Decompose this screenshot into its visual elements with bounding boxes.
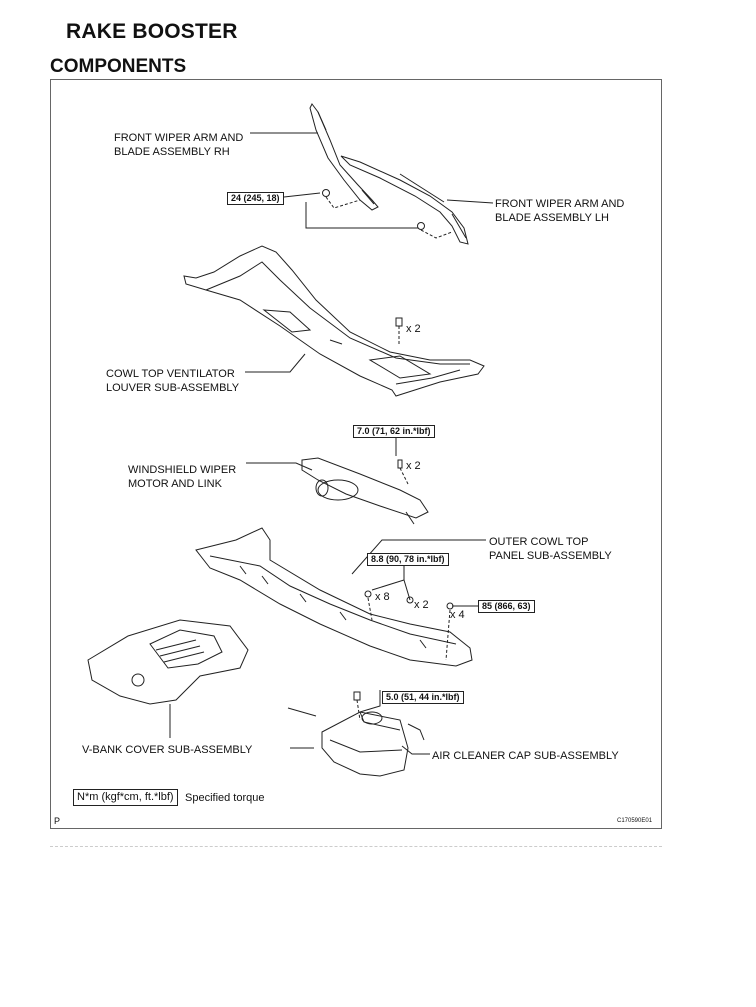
air-cleaner-drawing <box>287 707 425 777</box>
outer-cowl-drawing <box>195 527 473 667</box>
figure-id: C170590E01 <box>617 818 653 824</box>
wiper-arm-lh-drawing <box>340 155 469 245</box>
label-outer-cowl: OUTER COWL TOP PANEL SUB-ASSEMBLY <box>489 535 612 563</box>
wiper-motor-drawing <box>301 457 429 525</box>
label-line: FRONT WIPER ARM AND <box>114 132 244 144</box>
torque-wiper-arm-nut: 24 (245, 18) <box>227 192 284 205</box>
legend-meaning: Specified torque <box>185 792 265 804</box>
label-line: FRONT WIPER ARM AND <box>495 198 625 210</box>
label-line: BLADE ASSEMBLY LH <box>495 212 609 224</box>
label-line: MOTOR AND LINK <box>128 478 222 490</box>
qty-motor-bolt: x 2 <box>406 460 421 472</box>
label-line: PANEL SUB-ASSEMBLY <box>489 550 612 562</box>
qty-cowl-bolt-b: x 2 <box>414 599 429 611</box>
motor-bolt <box>397 459 403 469</box>
page-divider <box>50 846 662 847</box>
label-cowl-louver: COWL TOP VENTILATOR LOUVER SUB-ASSEMBLY <box>106 367 239 395</box>
label-line: WINDSHIELD WIPER <box>128 464 237 476</box>
page-mark: P <box>54 816 61 826</box>
label-line: OUTER COWL TOP <box>489 536 589 548</box>
page-title: RAKE BOOSTER <box>66 20 238 43</box>
qty-cowl-nut: x 4 <box>450 609 465 621</box>
label-wiper-motor: WINDSHIELD WIPER MOTOR AND LINK <box>128 463 236 491</box>
qty-louver-clip: x 2 <box>406 323 421 335</box>
torque-outer-cowl-bolt: 8.8 (90, 78 in.*lbf) <box>367 553 449 566</box>
torque-air-cleaner-bolt: 5.0 (51, 44 in.*lbf) <box>382 691 464 704</box>
label-line: COWL TOP VENTILATOR <box>106 368 235 380</box>
wiper-nut-rh <box>322 189 330 197</box>
diagram-frame <box>50 79 662 829</box>
label-line: BLADE ASSEMBLY RH <box>114 146 230 158</box>
label-air-cleaner-cap: AIR CLEANER CAP SUB-ASSEMBLY <box>432 750 619 762</box>
wiper-nut-lh <box>417 222 425 230</box>
torque-wiper-motor-bolt: 7.0 (71, 62 in.*lbf) <box>353 425 435 438</box>
qty-cowl-bolt-a: x 8 <box>375 591 390 603</box>
label-vbank-cover: V-BANK COVER SUB-ASSEMBLY <box>82 744 253 756</box>
torque-outer-cowl-nut: 85 (866, 63) <box>478 600 535 613</box>
label-line: LOUVER SUB-ASSEMBLY <box>106 382 240 394</box>
wiper-arm-rh-drawing <box>309 103 379 211</box>
section-title: COMPONENTS <box>50 56 187 77</box>
label-wiper-arm-lh: FRONT WIPER ARM AND BLADE ASSEMBLY LH <box>495 197 624 225</box>
cowl-louver-drawing <box>183 245 485 397</box>
air-cleaner-bolt <box>353 691 361 701</box>
vbank-cover-drawing <box>87 619 249 705</box>
label-wiper-arm-rh: FRONT WIPER ARM AND BLADE ASSEMBLY RH <box>114 131 243 159</box>
legend-torque-unit: N*m (kgf*cm, ft.*lbf) <box>73 789 178 806</box>
louver-clip <box>395 317 403 327</box>
